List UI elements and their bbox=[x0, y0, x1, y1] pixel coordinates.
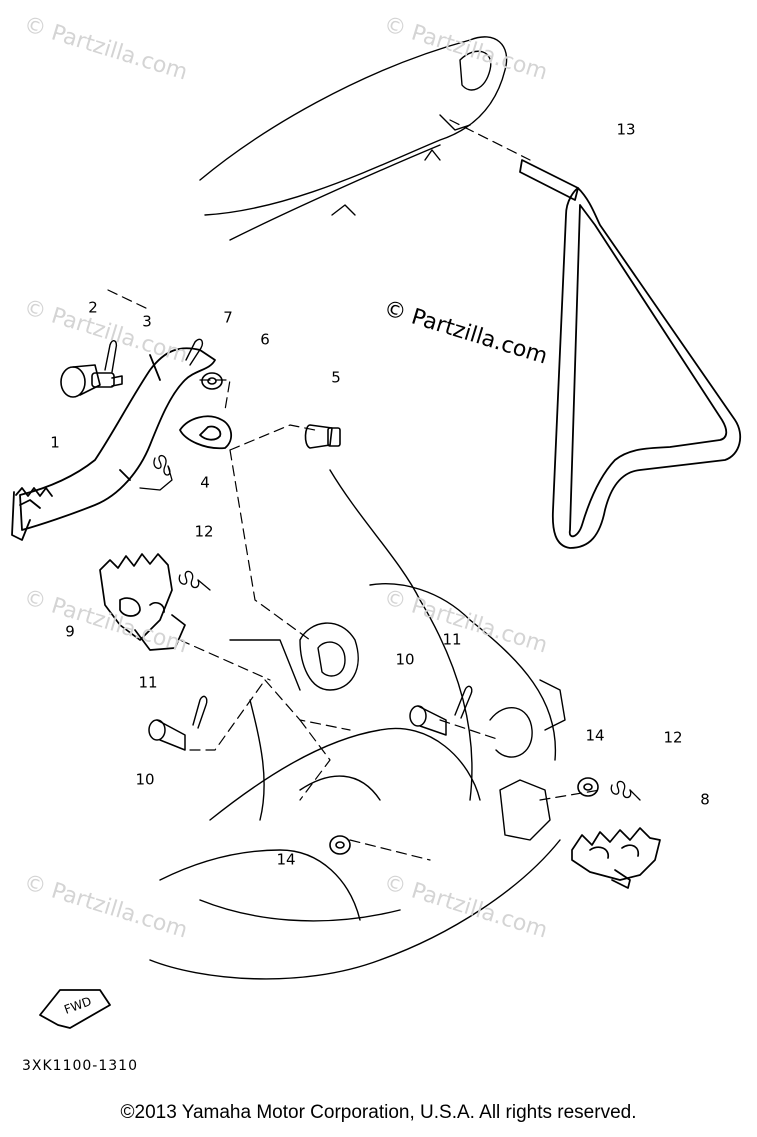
washers-14 bbox=[329, 777, 599, 855]
spring-left bbox=[178, 570, 211, 591]
right-footrest bbox=[571, 827, 661, 889]
callout-label: 10 bbox=[135, 770, 155, 789]
callout-label: 2 bbox=[88, 298, 98, 317]
callout-label: 10 bbox=[395, 650, 415, 669]
callout-label: 12 bbox=[663, 728, 683, 747]
callout-label: 14 bbox=[276, 850, 296, 869]
callout-label: 3 bbox=[142, 312, 152, 331]
washer-6 bbox=[201, 372, 223, 390]
callout-label: 9 bbox=[65, 622, 75, 641]
brake-pedal bbox=[11, 347, 232, 541]
pivot-bolt bbox=[304, 424, 341, 449]
callout-label: 6 bbox=[260, 330, 270, 349]
pins bbox=[148, 705, 447, 751]
return-spring bbox=[139, 455, 173, 491]
cotter-pins bbox=[104, 338, 473, 729]
copyright-notice: ©2013 Yamaha Motor Corporation, U.S.A. A… bbox=[120, 1102, 637, 1123]
fwd-arrow: FWD bbox=[39, 989, 111, 1029]
fwd-label: FWD bbox=[62, 994, 93, 1017]
spring-right bbox=[610, 780, 641, 801]
diagram-code: 3XK1100-1310 bbox=[22, 1058, 138, 1074]
rear-stand bbox=[519, 159, 742, 549]
left-footrest bbox=[99, 553, 186, 651]
callout-label: 1 bbox=[50, 433, 60, 452]
callout-label: 11 bbox=[138, 673, 158, 692]
callout-label: 7 bbox=[223, 308, 233, 327]
callout-label: 13 bbox=[616, 120, 636, 139]
callout-label: 8 bbox=[700, 790, 710, 809]
pedal-shaft bbox=[60, 364, 123, 398]
frame-outline bbox=[149, 36, 566, 980]
callout-label: 4 bbox=[200, 473, 210, 492]
callout-label: 11 bbox=[442, 630, 462, 649]
callout-label: 14 bbox=[585, 726, 605, 745]
callout-label: 12 bbox=[194, 522, 214, 541]
callout-label: 5 bbox=[331, 368, 341, 387]
leader-lines bbox=[107, 119, 601, 861]
